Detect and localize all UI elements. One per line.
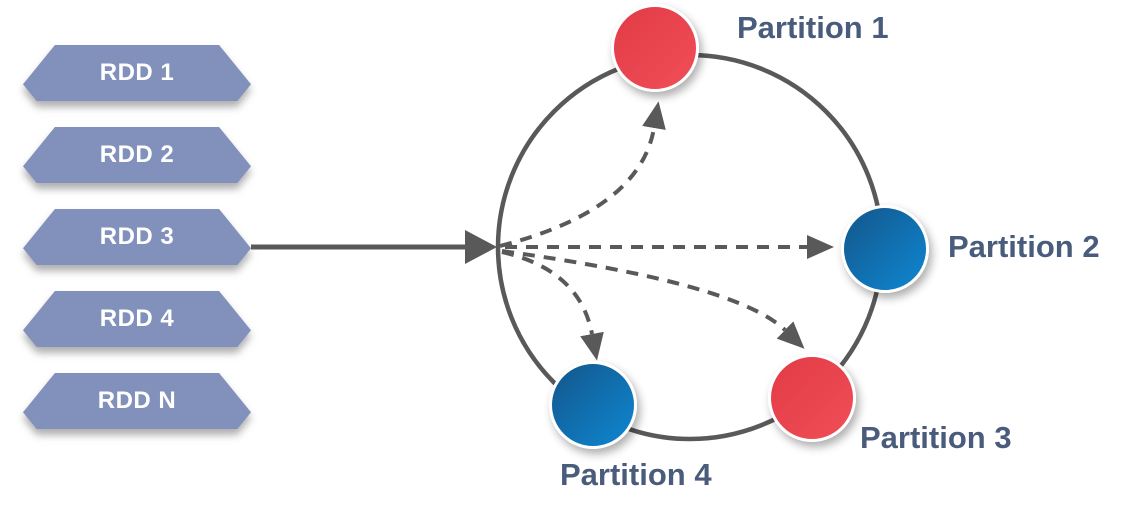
rdd-banner-1: RDD 1 <box>23 45 251 101</box>
partition-2-label: Partition 2 <box>948 229 1100 264</box>
partition-4-label: Partition 4 <box>560 457 712 492</box>
rdd-banner-3-label: RDD 3 <box>23 209 251 265</box>
dashed-arrow-to-partition-1 <box>499 101 666 248</box>
partition-4-dot <box>549 361 637 449</box>
partition-1-label: Partition 1 <box>737 10 889 45</box>
rdd-banner-2-label: RDD 2 <box>23 127 251 183</box>
rdd-banner-n: RDD N <box>23 373 251 429</box>
partition-1-dot <box>611 4 699 92</box>
dashed-arrow-to-partition-3 <box>501 249 805 349</box>
rdd-banner-n-label: RDD N <box>23 373 251 429</box>
partition-3-dot <box>768 354 856 442</box>
dashed-arrow-to-partition-4 <box>501 250 604 361</box>
rdd-banner-2: RDD 2 <box>23 127 251 183</box>
partition-2-dot <box>841 205 929 293</box>
partition-3-label: Partition 3 <box>860 420 1012 455</box>
rdd-banner-4-label: RDD 4 <box>23 291 251 347</box>
rdd-banner-1-label: RDD 1 <box>23 45 251 101</box>
rdd-banner-4: RDD 4 <box>23 291 251 347</box>
rdd-banner-3: RDD 3 <box>23 209 251 265</box>
